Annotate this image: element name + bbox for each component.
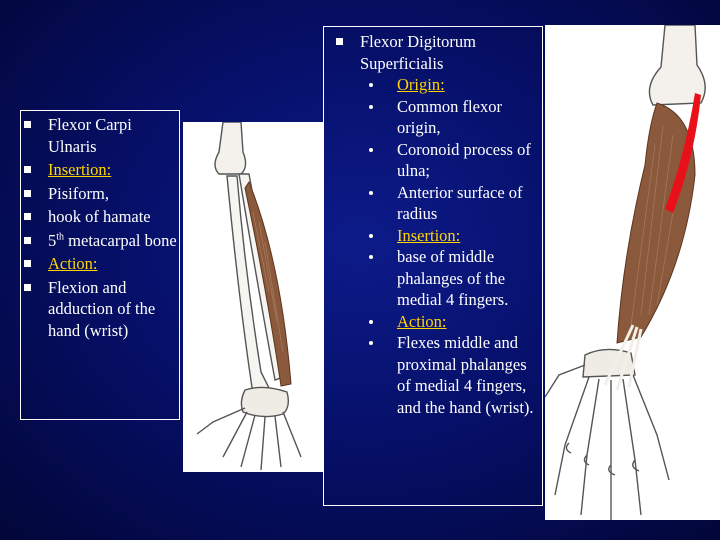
fds-action-text: Flexes middle and proximal phalanges of …	[397, 333, 534, 417]
fcu-action-text: Flexion and adduction of the hand (wrist…	[48, 277, 156, 340]
fds-origin-item: Anterior surface of radius	[324, 182, 542, 225]
fds-origin-heading-item: Origin:	[324, 74, 542, 96]
square-bullet-icon	[24, 213, 31, 220]
round-bullet-icon	[369, 233, 373, 238]
round-bullet-icon	[369, 104, 373, 109]
fds-text-panel: Flexor Digitorum Superficialis Origin: C…	[323, 26, 543, 506]
fds-origin-radius: Anterior surface of radius	[397, 182, 523, 224]
fcu-insertion-item: 5th metacarpal bone	[21, 230, 179, 252]
fds-origin-item: Common flexor origin,	[324, 96, 542, 139]
fds-origin-heading: Origin:	[397, 75, 445, 94]
square-bullet-icon	[24, 236, 31, 244]
muscle-fcu-icon	[244, 180, 292, 387]
fds-insertion-heading-item: Insertion:	[324, 225, 542, 247]
round-bullet-icon	[369, 319, 373, 324]
fds-origin-item: Coronoid process of ulna;	[324, 139, 542, 182]
fds-insertion-heading: Insertion:	[397, 225, 461, 245]
fcu-text-panel: Flexor Carpi Ulnaris Insertion: Pisiform…	[20, 110, 180, 420]
fds-title-item: Flexor Digitorum Superficialis	[324, 31, 542, 74]
fcu-insertion-heading-item: Insertion:	[21, 159, 179, 181]
fcu-insertion-heading: Insertion:	[48, 160, 112, 179]
fcu-action-heading: Action:	[48, 254, 98, 273]
forearm-muscle-icon	[545, 25, 706, 520]
fds-insertion-item: base of middle phalanges of the medial 4…	[324, 246, 542, 311]
fds-insertion-text: base of middle phalanges of the medial 4…	[397, 247, 509, 309]
fds-title: Flexor Digitorum Superficialis	[360, 32, 476, 73]
muscle-origin-highlight-icon	[665, 93, 701, 213]
round-bullet-icon	[369, 341, 373, 345]
fds-origin-common: Common flexor origin,	[397, 96, 502, 138]
square-bullet-icon	[24, 189, 31, 197]
square-bullet-icon	[24, 121, 31, 128]
fcu-insertion-pisiform: Pisiform,	[48, 183, 109, 203]
square-bullet-icon	[336, 38, 343, 45]
square-bullet-icon	[24, 283, 31, 291]
square-bullet-icon	[24, 166, 31, 173]
square-bullet-icon	[24, 260, 31, 267]
fcu-insertion-item: hook of hamate	[21, 206, 179, 228]
fcu-action-heading-item: Action:	[21, 253, 179, 275]
muscle-fds-icon	[616, 102, 696, 344]
fcu-forearm-illustration	[183, 122, 323, 472]
fcu-insertion-hamate: hook of hamate	[48, 207, 151, 226]
fcu-action-item: Flexion and adduction of the hand (wrist…	[21, 277, 179, 342]
round-bullet-icon	[369, 83, 373, 87]
fds-bullet-list: Origin: Common flexor origin, Coronoid p…	[324, 74, 542, 418]
fds-action-item: Flexes middle and proximal phalanges of …	[324, 332, 542, 418]
fcu-title: Flexor Carpi Ulnaris	[48, 115, 132, 156]
fcu-insertion-metacarpal: 5th metacarpal bone	[48, 230, 177, 250]
fds-forearm-illustration	[545, 25, 720, 520]
round-bullet-icon	[369, 255, 373, 259]
round-bullet-icon	[369, 190, 373, 195]
fds-action-heading-item: Action:	[324, 311, 542, 333]
fcu-insertion-item: Pisiform,	[21, 183, 179, 205]
fds-action-heading: Action:	[397, 311, 447, 331]
fcu-bullet-list: Flexor Carpi Ulnaris Insertion: Pisiform…	[21, 111, 179, 341]
forearm-bones-icon	[196, 122, 302, 471]
round-bullet-icon	[369, 147, 373, 152]
fds-origin-coronoid: Coronoid process of ulna;	[397, 139, 531, 181]
fcu-title-item: Flexor Carpi Ulnaris	[21, 114, 179, 157]
